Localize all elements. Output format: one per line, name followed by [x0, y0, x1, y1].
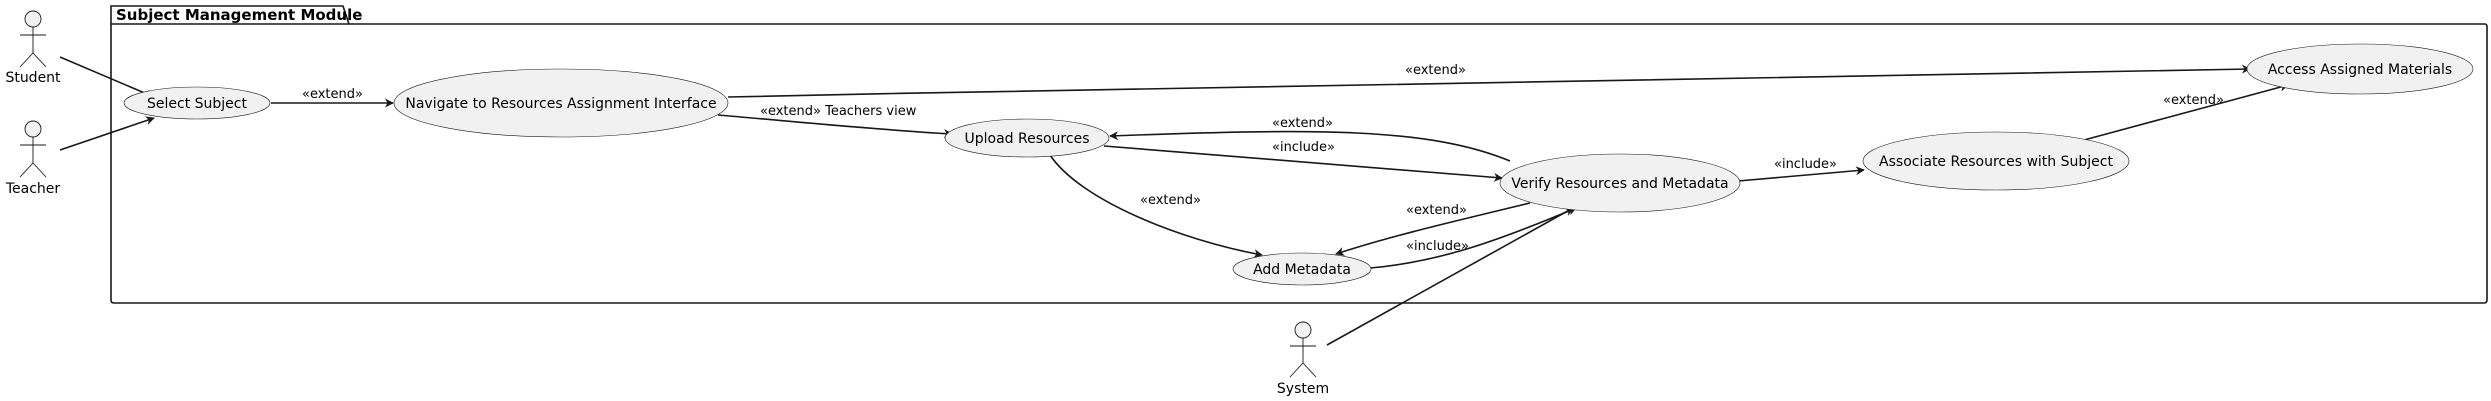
- label-verify-metadata: «extend»: [1406, 203, 1467, 218]
- edge-system-verify: [1326, 207, 1574, 346]
- use-case-label: Associate Resources with Subject: [1879, 154, 2113, 170]
- actor-teacher: Teacher: [5, 120, 61, 197]
- actor-label: Student: [5, 70, 61, 86]
- use-case-label: Verify Resources and Metadata: [1511, 176, 1728, 192]
- actor-head-icon: [1294, 321, 1312, 339]
- actor-student: Student: [5, 10, 61, 86]
- use-case-verify-resources: Verify Resources and Metadata: [1499, 153, 1741, 213]
- label-navigate-access: «extend»: [1405, 63, 1466, 78]
- use-case-label: Select Subject: [147, 96, 247, 112]
- actor-head-icon: [24, 10, 42, 28]
- edge-associate-access: [2083, 82, 2289, 141]
- label-verify-associate: «include»: [1774, 157, 1837, 172]
- actor-head-icon: [24, 120, 42, 138]
- use-case-label: Add Metadata: [1253, 262, 1351, 278]
- edge-metadata-verify: [1369, 206, 1577, 269]
- edge-verify-metadata: [1335, 202, 1531, 256]
- actor-system: System: [1277, 321, 1329, 397]
- relations: «extend» «extend» «extend» Teachers view…: [59, 56, 2289, 346]
- edge-upload-verify: [1103, 145, 1503, 182]
- use-case-access-materials: Access Assigned Materials: [2246, 43, 2474, 95]
- label-upload-verify: «include»: [1272, 140, 1335, 155]
- label-associate-access: «extend»: [2163, 93, 2224, 108]
- use-case-label: Upload Resources: [964, 131, 1089, 147]
- label-metadata-verify: «include»: [1406, 239, 1469, 254]
- use-case-select-subject: Select Subject: [123, 86, 271, 120]
- actor-label: System: [1277, 381, 1329, 397]
- actor-label: Teacher: [5, 181, 61, 197]
- edge-navigate-upload: [717, 114, 953, 139]
- use-case-associate-resources: Associate Resources with Subject: [1862, 131, 2130, 191]
- package-subject-management: Subject Management Module: [110, 5, 2488, 304]
- edge-verify-upload: [1109, 130, 1511, 162]
- label-upload-metadata: «extend»: [1140, 193, 1201, 208]
- edge-verify-associate: [1737, 166, 1865, 182]
- edge-student-select: [59, 56, 155, 98]
- label-navigate-upload: «extend» Teachers view: [760, 104, 917, 119]
- use-case-add-metadata: Add Metadata: [1232, 252, 1372, 286]
- use-case-navigate: Navigate to Resources Assignment Interfa…: [393, 68, 729, 138]
- edge-teacher-select: [59, 116, 155, 151]
- edge-upload-metadata: [1049, 154, 1263, 258]
- use-case-upload-resources: Upload Resources: [944, 118, 1110, 158]
- use-case-label: Navigate to Resources Assignment Interfa…: [405, 96, 716, 112]
- package-title: Subject Management Module: [116, 6, 362, 24]
- use-case-label: Access Assigned Materials: [2268, 62, 2452, 78]
- label-verify-upload: «extend»: [1272, 116, 1333, 131]
- label-select-navigate: «extend»: [302, 87, 363, 102]
- edge-navigate-access: [727, 64, 2251, 98]
